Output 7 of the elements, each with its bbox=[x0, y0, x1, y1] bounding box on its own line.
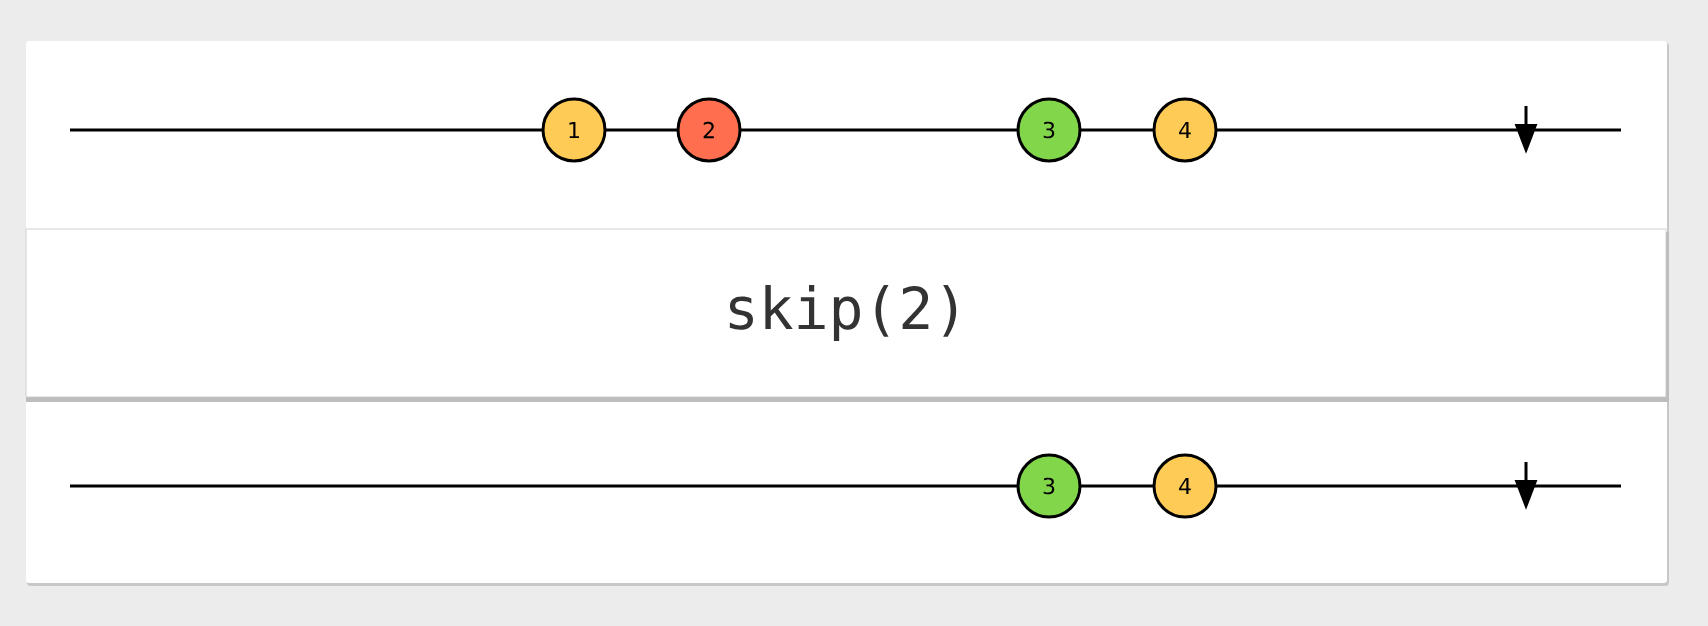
marble: 4 bbox=[1152, 97, 1218, 163]
marble: 2 bbox=[676, 97, 742, 163]
marble: 4 bbox=[1152, 453, 1218, 519]
marble: 3 bbox=[1016, 97, 1082, 163]
marble: 3 bbox=[1016, 453, 1082, 519]
marble: 1 bbox=[541, 97, 607, 163]
operator-box: skip(2) bbox=[25, 228, 1667, 398]
